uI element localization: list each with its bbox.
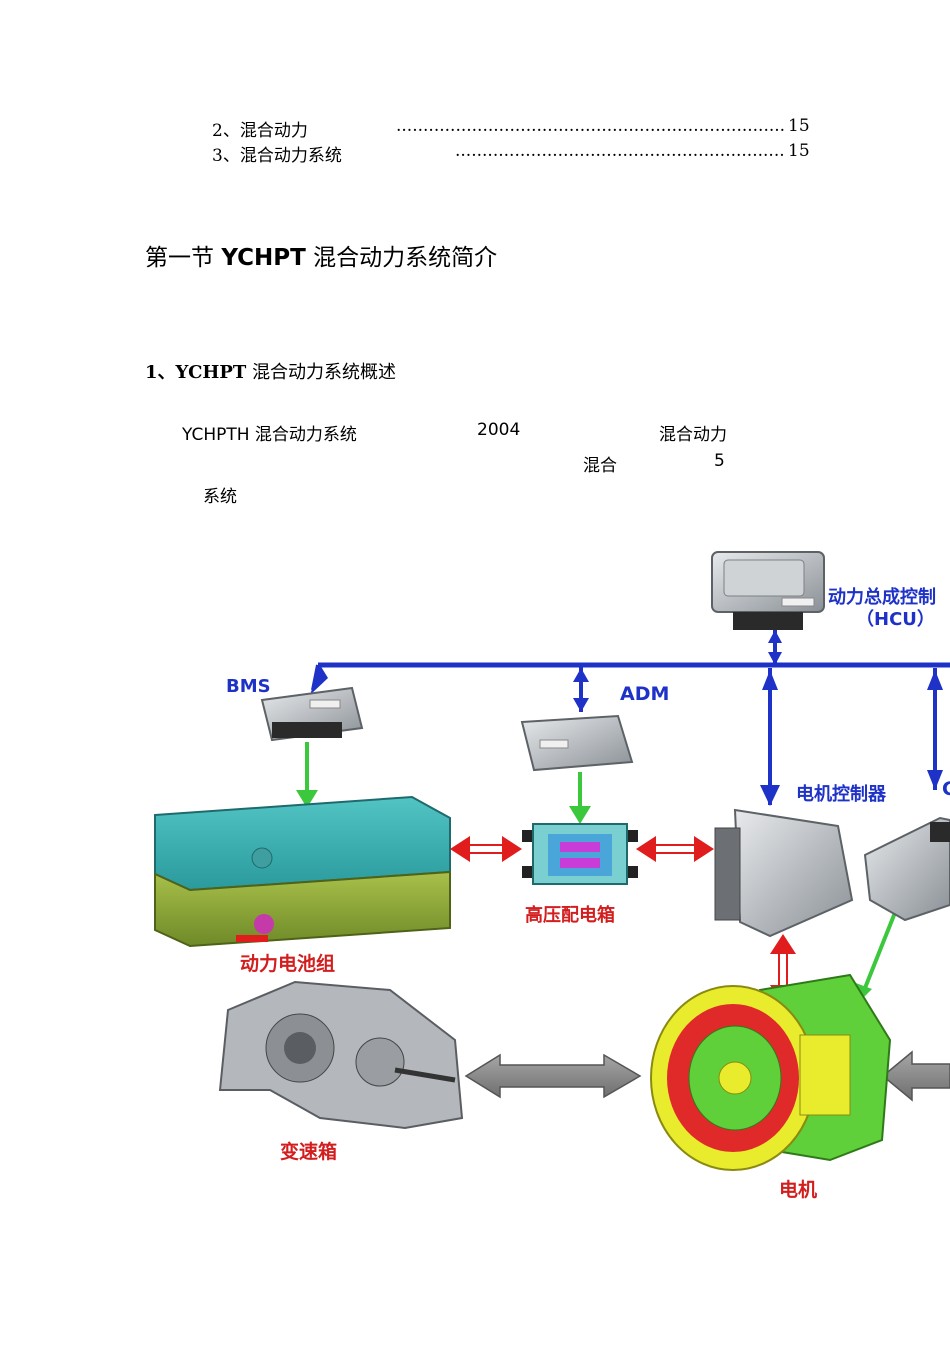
hcu-module-image: [711, 551, 825, 630]
hcu-label: 动力总成控制: [828, 587, 936, 608]
hv-distribution-box-label: 高压配电箱: [525, 905, 615, 926]
toc-entry-page: 15: [788, 116, 810, 136]
toc-entry-label: 3、混合动力系统: [212, 146, 342, 166]
subsection-text: 混合动力系统概述: [252, 362, 397, 383]
power-arrow: [636, 836, 714, 862]
mechanical-arrow: [881, 1050, 950, 1102]
motor-image: [650, 973, 892, 1171]
hcu-abbr-label: （HCU）: [856, 609, 935, 630]
adm-label: ADM: [620, 683, 670, 705]
section-title: 第一节 YCHPT 混合动力系统简介: [145, 238, 497, 272]
subsection-title: 1、YCHPT 混合动力系统概述: [145, 358, 396, 384]
section-title-prefix: 第一节: [145, 245, 214, 271]
power-arrow: [450, 836, 522, 862]
subsection-bold: YCHPT: [175, 362, 247, 383]
gearbox-image: [218, 980, 464, 1130]
section-title-bold: YCHPT: [221, 245, 306, 271]
adm-module-image: [520, 714, 634, 772]
paragraph-fragment: 5: [714, 451, 725, 471]
signal-arrow: [569, 772, 591, 824]
paragraph-fragment: 2004: [477, 420, 521, 440]
gearbox-label: 变速箱: [280, 1141, 338, 1163]
mechanical-arrow: [464, 1053, 642, 1099]
paragraph-fragment: 混合动力: [659, 425, 727, 445]
paragraph-fragment: 系统: [203, 487, 237, 507]
subsection-number: 1、: [145, 362, 176, 383]
toc-entry-dots: ........................................…: [455, 141, 783, 161]
motor-controller-label: 电机控制器: [796, 784, 886, 805]
hv-distribution-box-image: [522, 823, 638, 885]
bms-label: BMS: [226, 676, 271, 697]
battery-pack-image: [154, 795, 451, 948]
can-bus-line: [310, 630, 950, 806]
battery-pack-label: 动力电池组: [240, 953, 336, 975]
signal-arrow: [296, 742, 318, 808]
paragraph-fragment: YCHPTH 混合动力系统: [182, 425, 357, 445]
section-title-suffix: 混合动力系统简介: [313, 245, 498, 271]
paragraph-fragment: 混合: [583, 456, 617, 476]
toc-entry-page: 15: [788, 141, 810, 161]
motor-controller-image: [714, 808, 854, 938]
motor-label: 电机: [779, 1179, 818, 1201]
c-module-label: C: [942, 778, 950, 800]
toc-entry-label: 2、混合动力: [212, 121, 308, 141]
signal-arrow: [853, 899, 902, 1003]
toc-entry-dots: ........................................…: [396, 116, 784, 136]
bms-module-image: [260, 686, 364, 742]
c-module-image: [863, 816, 950, 922]
